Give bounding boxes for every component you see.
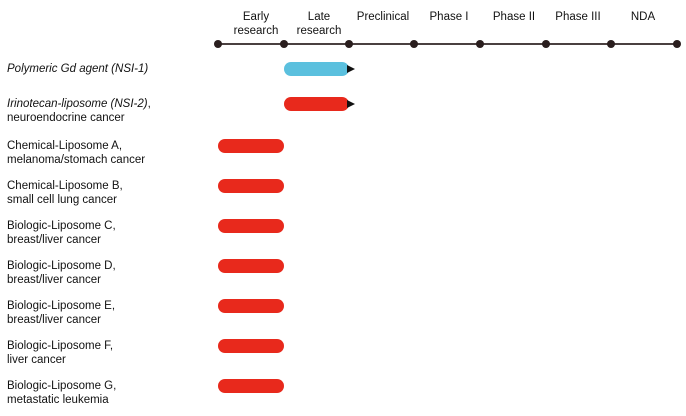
stage-label-line1: Late xyxy=(307,11,331,23)
candidate-indication: small cell lung cancer xyxy=(7,194,117,206)
stage-marker-dot xyxy=(607,40,615,48)
stage-label-2: Late research xyxy=(279,10,359,38)
candidate-name: Biologic-Liposome C, xyxy=(7,220,116,232)
stage-label-line2: research xyxy=(233,25,279,37)
stage-marker-dot xyxy=(280,40,288,48)
candidate-indication: breast/liver cancer xyxy=(7,234,101,246)
stage-label-line1: Phase III xyxy=(555,11,601,23)
stage-marker-dot xyxy=(476,40,484,48)
candidate-label: Biologic-Liposome G, metastatic leukemia xyxy=(7,379,116,407)
progress-bar xyxy=(218,339,284,353)
candidate-label: Irinotecan-liposome (NSI-2), neuroendocri… xyxy=(7,97,151,125)
candidate-name: Biologic-Liposome F, xyxy=(7,340,114,352)
stage-label-6: Phase III xyxy=(538,10,618,24)
progress-bar xyxy=(284,97,349,111)
candidate-label: Chemical-Liposome B, small cell lung canc… xyxy=(7,179,123,207)
stage-label-line1: Early xyxy=(242,11,270,23)
stage-axis-line xyxy=(218,43,677,45)
stage-marker-dot xyxy=(410,40,418,48)
stage-label-line1: NDA xyxy=(630,11,656,23)
candidate-name: Chemical-Liposome A, xyxy=(7,140,123,152)
candidate-label: Biologic-Liposome E, breast/liver cancer xyxy=(7,299,115,327)
progress-bar xyxy=(218,299,284,313)
stage-marker-dot xyxy=(542,40,550,48)
stage-marker-dot xyxy=(214,40,222,48)
candidate-name: Chemical-Liposome B, xyxy=(7,180,123,192)
candidate-label: Biologic-Liposome D, breast/liver cancer xyxy=(7,259,116,287)
arrow-head-icon xyxy=(347,64,355,73)
name-separator: , xyxy=(147,98,151,110)
candidate-name: Biologic-Liposome D, xyxy=(7,260,116,272)
candidate-label: Biologic-Liposome F, liver cancer xyxy=(7,339,113,367)
progress-bar xyxy=(284,62,349,76)
stage-label-line1: Phase I xyxy=(429,11,469,23)
stage-label-1: Early research xyxy=(216,10,296,38)
candidate-indication: breast/liver cancer xyxy=(7,274,101,286)
candidate-name: Polymeric Gd agent (NSI-1) xyxy=(7,63,149,75)
candidate-indication: melanoma/stomach cancer xyxy=(7,154,146,166)
stage-label-7: NDA xyxy=(603,10,683,24)
stage-label-3: Preclinical xyxy=(343,10,423,24)
stage-label-4: Phase I xyxy=(409,10,489,24)
candidate-name: Irinotecan-liposome (NSI-2) xyxy=(7,98,148,110)
stage-marker-dot xyxy=(673,40,681,48)
progress-bar xyxy=(218,139,284,153)
candidate-label: Polymeric Gd agent (NSI-1) xyxy=(7,62,148,76)
progress-bar xyxy=(218,259,284,273)
candidate-label: Biologic-Liposome C, breast/liver cancer xyxy=(7,219,116,247)
candidate-indication: liver cancer xyxy=(7,354,66,366)
stage-marker-dot xyxy=(345,40,353,48)
progress-bar xyxy=(218,179,284,193)
stage-label-line1: Phase II xyxy=(492,11,536,23)
candidate-indication: metastatic leukemia xyxy=(7,394,109,406)
candidate-name: Biologic-Liposome G, xyxy=(7,380,117,392)
stage-label-line2: research xyxy=(296,25,342,37)
arrow-head-icon xyxy=(347,99,355,108)
candidate-indication: neuroendocrine cancer xyxy=(7,112,125,124)
stage-label-line1: Preclinical xyxy=(356,11,410,23)
progress-bar xyxy=(218,379,284,393)
candidate-label: Chemical-Liposome A, melanoma/stomach can… xyxy=(7,139,145,167)
progress-bar xyxy=(218,219,284,233)
candidate-name: Biologic-Liposome E, xyxy=(7,300,116,312)
candidate-indication: breast/liver cancer xyxy=(7,314,101,326)
stage-label-5: Phase II xyxy=(474,10,554,24)
